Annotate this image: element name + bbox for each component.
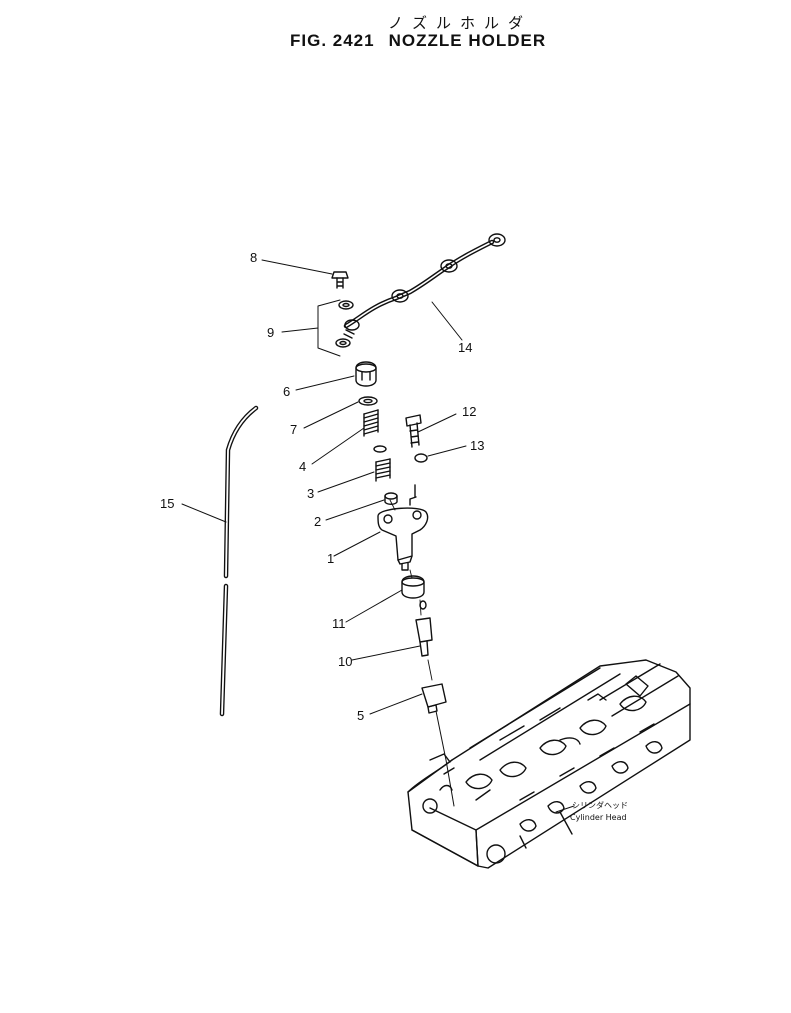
callout-14: 14	[458, 340, 472, 355]
spring-lower	[375, 458, 391, 482]
clamp-bolt	[405, 414, 422, 448]
callout-10: 10	[338, 654, 352, 669]
callout-1: 1	[327, 551, 334, 566]
banjo-bolt	[331, 271, 349, 289]
callout-15: 15	[160, 496, 174, 511]
annotation-cylinder-head-jp: シリンダヘッド	[572, 800, 628, 810]
callout-12: 12	[462, 404, 476, 419]
callout-6: 6	[283, 384, 290, 399]
figure-number: FIG. 2421	[290, 31, 375, 50]
callout-7: 7	[290, 422, 297, 437]
figure-title-english: NOZZLE HOLDER	[388, 31, 547, 50]
callout-labels: 1 2 3 4 5 6 7 8 9 10 11 12 13 14 15 シリンダ…	[160, 250, 628, 822]
callout-13: 13	[470, 438, 484, 453]
annotation-cylinder-head: Cylinder Head	[570, 813, 627, 822]
leader-lines	[181, 259, 575, 813]
callout-11: 11	[332, 616, 346, 631]
push-rod	[384, 492, 398, 505]
gasket-lower	[335, 338, 351, 348]
cylinder-head	[407, 659, 691, 869]
leak-off-hose	[219, 405, 259, 717]
figure-title-japanese: ノズルホルダ	[388, 14, 533, 32]
holder-cap	[355, 361, 377, 387]
figure-title: FIG. 2421 NOZZLE HOLDER	[290, 31, 546, 51]
nozzle-tip	[415, 617, 433, 657]
callout-3: 3	[307, 486, 314, 501]
gasket-upper	[338, 300, 354, 310]
leak-off-pipe	[343, 233, 506, 339]
callout-2: 2	[314, 514, 321, 529]
seat-washer	[373, 445, 387, 453]
spring-washer	[414, 453, 428, 463]
washer	[358, 396, 378, 406]
callout-4: 4	[299, 459, 306, 474]
nozzle-sleeve	[421, 683, 455, 807]
callout-9: 9	[267, 325, 274, 340]
nozzle-holder-body	[377, 484, 429, 571]
callout-5: 5	[357, 708, 364, 723]
spring-upper	[363, 409, 379, 437]
retaining-nut	[401, 575, 425, 599]
callout-8: 8	[250, 250, 257, 265]
